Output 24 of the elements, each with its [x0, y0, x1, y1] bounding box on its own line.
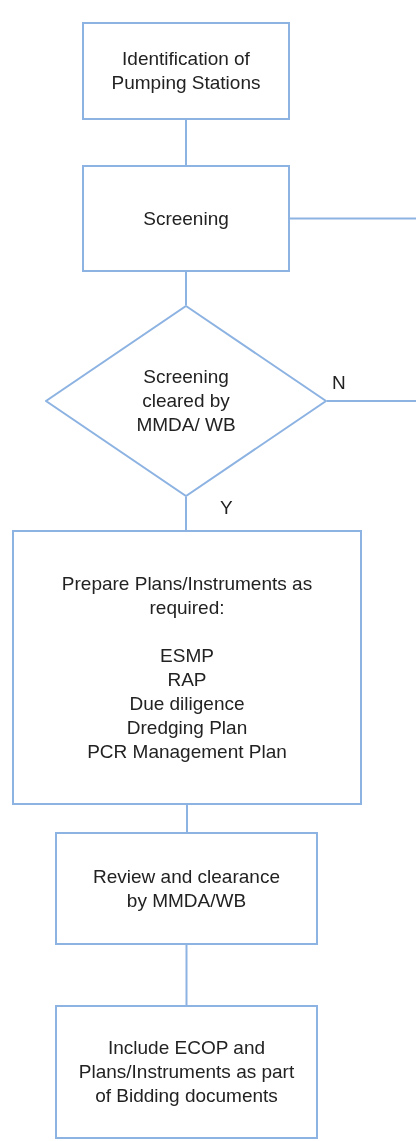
- list-item: Dredging Plan: [126, 715, 248, 740]
- node-text: Identification of Pumping Stations: [110, 47, 262, 95]
- connector-line: [185, 271, 187, 306]
- node-text: Screening: [143, 206, 229, 231]
- process-box: [82, 22, 290, 120]
- connector-line: [326, 400, 416, 402]
- node-text: Include ECOP and Plans/Instruments as part of Bidding documents: [77, 1036, 296, 1108]
- list-item: ESMP: [160, 643, 214, 668]
- node-text: Prepare Plans/Instruments as required:: [60, 571, 314, 620]
- node-text: Review and clearance by MMDA/WB: [92, 864, 281, 913]
- list-item: Due diligence: [129, 691, 245, 716]
- process-box: [82, 165, 290, 272]
- process-box: [55, 832, 318, 945]
- list-item: RAP: [167, 667, 207, 692]
- connector-line: [185, 944, 188, 1006]
- process-box: [12, 530, 362, 805]
- node-text: Screening cleared by MMDA/ WB: [135, 365, 237, 437]
- connector-line: [289, 217, 416, 220]
- decision-diamond: [45, 305, 327, 497]
- connector-line: [186, 804, 188, 833]
- connector-line: [185, 119, 187, 166]
- connector-line: [185, 496, 187, 531]
- list-item: PCR Management Plan: [87, 739, 287, 764]
- process-box: [55, 1005, 318, 1139]
